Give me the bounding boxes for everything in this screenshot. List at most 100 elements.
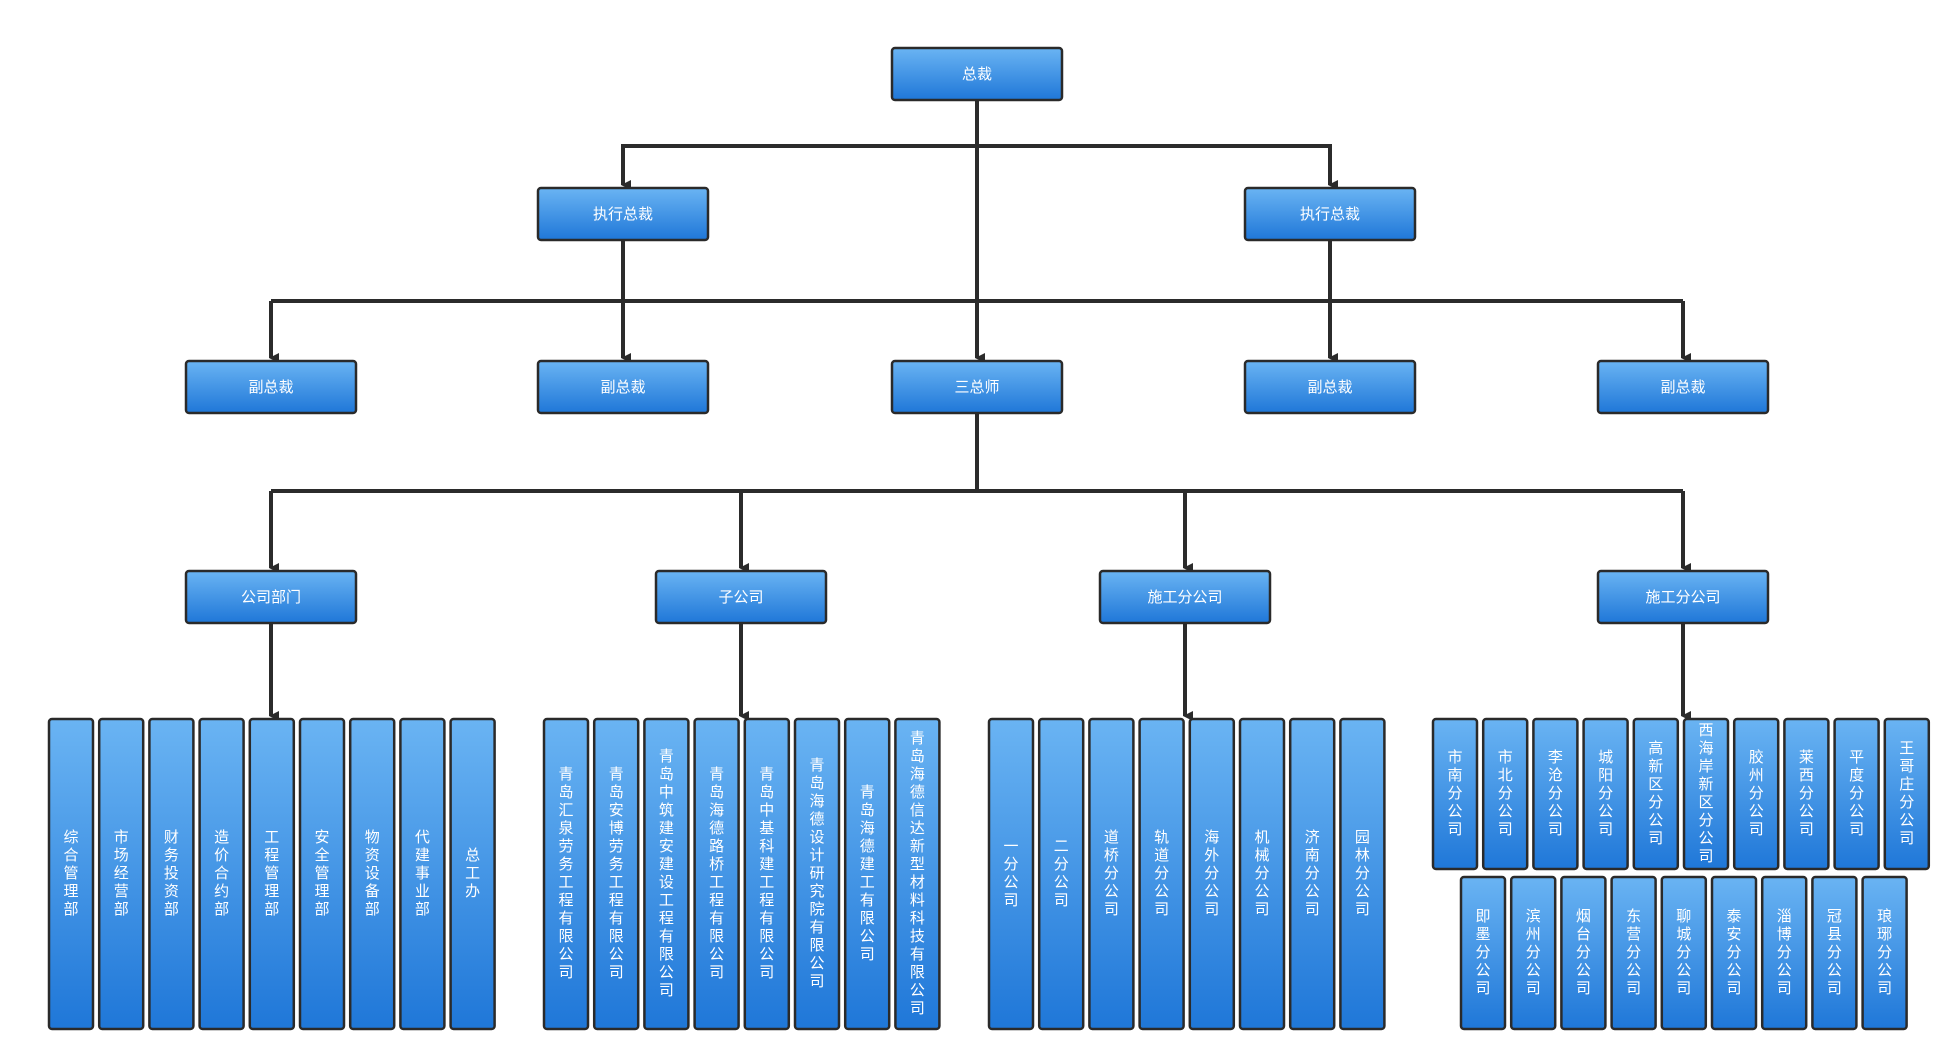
- regional-branch-item-label: 琅琊分公司: [1877, 907, 1892, 997]
- department-item-label: 总工办: [465, 846, 480, 900]
- department-item-label: 综合管理部: [63, 828, 78, 918]
- branch-item-label: 一分公司: [1003, 837, 1018, 909]
- regional-branch-item-label: 市北分公司: [1498, 748, 1513, 838]
- leaf-nodes: 综合管理部 市场经营部 财务投资部 造价合约部 工程管理部 安全管理部 物资设备部 代建事业部…: [47, 717, 1931, 1031]
- node-level3-label: 副总裁: [1307, 378, 1352, 396]
- subsidiary-item-label: 青岛中筑建安建设工程有限公司: [659, 747, 674, 999]
- department-item-label: 安全管理部: [314, 828, 329, 918]
- department-item[interactable]: 造价合约部: [198, 717, 245, 1031]
- regional-branch-item-label: 即墨分公司: [1475, 907, 1490, 997]
- subsidiary-item-label: 青岛汇泉劳务工程有限公司: [558, 765, 573, 981]
- regional-branch-item-label: 平度分公司: [1849, 748, 1864, 838]
- regional-branch-item[interactable]: 高新区分公司: [1632, 717, 1680, 871]
- node-level3-label: 副总裁: [248, 378, 293, 396]
- subsidiary-item[interactable]: 青岛安博劳务工程有限公司: [592, 717, 640, 1031]
- branch-item[interactable]: 园林分公司: [1339, 717, 1386, 1031]
- regional-branch-item[interactable]: 泰安分公司: [1710, 875, 1758, 1031]
- node-group-label: 公司部门: [241, 588, 301, 606]
- node-exec-2[interactable]: 执行总裁: [1243, 186, 1417, 242]
- branch-item-label: 园林分公司: [1355, 828, 1370, 918]
- branch-item-label: 海外分公司: [1204, 828, 1219, 918]
- node-level3-1[interactable]: 副总裁: [184, 359, 358, 415]
- department-item[interactable]: 工程管理部: [248, 717, 296, 1031]
- branch-item[interactable]: 道桥分公司: [1088, 717, 1135, 1031]
- regional-branch-item-label: 泰安分公司: [1726, 907, 1741, 997]
- subsidiary-item[interactable]: 青岛海德信达新型材料科技有限公司: [894, 717, 941, 1031]
- subsidiary-item[interactable]: 青岛海德路桥工程有限公司: [693, 717, 740, 1031]
- subsidiary-item-label: 青岛中基科建工程有限公司: [759, 765, 774, 981]
- node-top[interactable]: 总裁: [890, 46, 1064, 102]
- subsidiary-item[interactable]: 青岛中基科建工程有限公司: [743, 717, 791, 1031]
- subsidiary-item-label: 青岛安博劳务工程有限公司: [609, 765, 624, 981]
- branch-item[interactable]: 济南分公司: [1288, 717, 1336, 1031]
- regional-branch-item[interactable]: 淄博分公司: [1760, 875, 1808, 1031]
- node-group-label: 施工分公司: [1645, 588, 1720, 606]
- subsidiary-item[interactable]: 青岛海德设计研究院有限公司: [793, 717, 841, 1031]
- branch-item-label: 二分公司: [1054, 837, 1069, 909]
- department-item-label: 财务投资部: [164, 828, 179, 918]
- department-item[interactable]: 安全管理部: [298, 717, 346, 1031]
- department-item[interactable]: 财务投资部: [148, 717, 195, 1031]
- department-item[interactable]: 综合管理部: [47, 717, 95, 1031]
- node-level3-label: 副总裁: [1660, 378, 1705, 396]
- subsidiary-item-label: 青岛海德建工有限公司: [860, 783, 875, 963]
- department-item-label: 代建事业部: [415, 828, 430, 918]
- branch-item-label: 济南分公司: [1305, 828, 1320, 918]
- node-level3-4[interactable]: 副总裁: [1243, 359, 1417, 415]
- node-group-3[interactable]: 施工分公司: [1098, 569, 1272, 625]
- regional-branch-item-label: 王哥庄分公司: [1899, 739, 1914, 847]
- node-group-label: 子公司: [718, 588, 763, 606]
- regional-branch-item[interactable]: 平度分公司: [1833, 717, 1880, 871]
- branch-item[interactable]: 海外分公司: [1188, 717, 1236, 1031]
- regional-branch-item-label: 西海岸新区分公司: [1698, 721, 1713, 865]
- regional-branch-item[interactable]: 市北分公司: [1481, 717, 1529, 871]
- regional-branch-item-label: 市南分公司: [1447, 748, 1462, 838]
- subsidiary-item[interactable]: 青岛海德建工有限公司: [843, 717, 891, 1031]
- regional-branch-item[interactable]: 东营分公司: [1610, 875, 1657, 1031]
- regional-branch-item[interactable]: 王哥庄分公司: [1883, 717, 1931, 871]
- regional-branch-item[interactable]: 西海岸新区分公司: [1682, 717, 1730, 871]
- regional-branch-item-label: 冠县分公司: [1827, 907, 1842, 997]
- regional-branch-item[interactable]: 胶州分公司: [1732, 717, 1780, 871]
- node-group-1[interactable]: 公司部门: [184, 569, 358, 625]
- node-top-label: 总裁: [962, 65, 992, 83]
- node-group-2[interactable]: 子公司: [654, 569, 828, 625]
- node-exec-1[interactable]: 执行总裁: [536, 186, 710, 242]
- regional-branch-item[interactable]: 琅琊分公司: [1861, 875, 1908, 1031]
- branch-item[interactable]: 机械分公司: [1238, 717, 1286, 1031]
- regional-branch-item-label: 莱西分公司: [1799, 748, 1814, 838]
- node-group-4[interactable]: 施工分公司: [1596, 569, 1770, 625]
- node-level3-3[interactable]: 三总师: [890, 359, 1064, 415]
- department-item-label: 工程管理部: [264, 828, 279, 918]
- regional-branch-item[interactable]: 烟台分公司: [1560, 875, 1607, 1031]
- node-level3-5[interactable]: 副总裁: [1596, 359, 1770, 415]
- regional-branch-item[interactable]: 城阳分公司: [1582, 717, 1629, 871]
- regional-branch-item[interactable]: 市南分公司: [1431, 717, 1479, 871]
- regional-branch-item[interactable]: 聊城分公司: [1660, 875, 1708, 1031]
- node-level3-2[interactable]: 副总裁: [536, 359, 710, 415]
- subsidiary-item-label: 青岛海德设计研究院有限公司: [809, 756, 824, 990]
- department-item[interactable]: 总工办: [449, 717, 496, 1031]
- node-level3-label: 副总裁: [600, 378, 645, 396]
- branch-item[interactable]: 一分公司: [987, 717, 1035, 1031]
- branch-item[interactable]: 二分公司: [1037, 717, 1085, 1031]
- subsidiary-item-label: 青岛海德信达新型材料科技有限公司: [910, 729, 925, 1017]
- regional-branch-item[interactable]: 滨州分公司: [1509, 875, 1557, 1031]
- regional-branch-item[interactable]: 即墨分公司: [1459, 875, 1507, 1031]
- department-item[interactable]: 物资设备部: [348, 717, 396, 1031]
- regional-branch-item-label: 滨州分公司: [1526, 907, 1541, 997]
- regional-branch-item-label: 东营分公司: [1626, 907, 1641, 997]
- department-item[interactable]: 市场经营部: [97, 717, 145, 1031]
- department-item[interactable]: 代建事业部: [399, 717, 446, 1031]
- node-exec-label: 执行总裁: [593, 205, 653, 223]
- subsidiary-item[interactable]: 青岛中筑建安建设工程有限公司: [643, 717, 690, 1031]
- regional-branch-item[interactable]: 李沧分公司: [1532, 717, 1579, 871]
- regional-branch-item-label: 城阳分公司: [1598, 748, 1613, 838]
- connector-top-right: [977, 144, 1338, 190]
- branch-item-label: 道桥分公司: [1104, 828, 1119, 918]
- subsidiary-item[interactable]: 青岛汇泉劳务工程有限公司: [542, 717, 590, 1031]
- branch-item[interactable]: 轨道分公司: [1138, 717, 1185, 1031]
- regional-branch-item-label: 高新区分公司: [1648, 739, 1663, 847]
- regional-branch-item[interactable]: 莱西分公司: [1783, 717, 1830, 871]
- regional-branch-item[interactable]: 冠县分公司: [1811, 875, 1858, 1031]
